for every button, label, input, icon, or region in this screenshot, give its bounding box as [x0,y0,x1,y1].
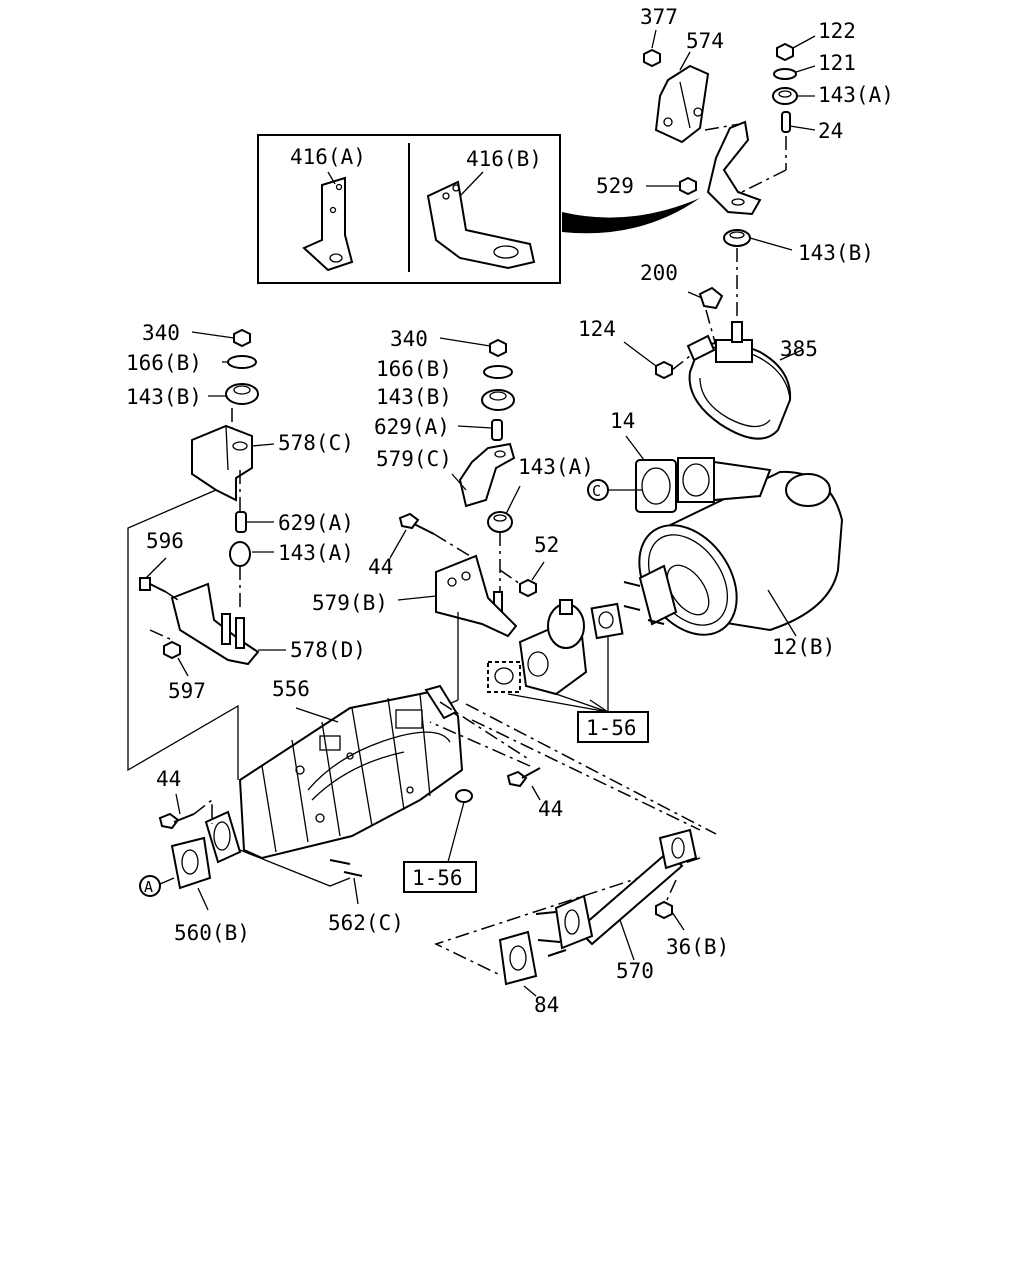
label-36b: 36(B) [666,935,729,959]
dpf-converter-556 [204,684,531,864]
label-562c: 562(C) [328,911,404,935]
ref-box-top [577,711,649,743]
label-121: 121 [818,51,856,75]
label-52: 52 [534,533,559,557]
muffler-12b [623,457,844,637]
label-579c: 579(C) [376,447,452,471]
middle-mount-assembly [389,337,545,709]
label-143a-top: 143(A) [818,83,894,107]
inset-pointer-arrow [562,198,700,234]
label-143a-left: 143(A) [278,541,354,565]
label-12b: 12(B) [772,635,835,659]
label-596: 596 [146,529,184,553]
label-578d: 578(D) [290,638,366,662]
label-84: 84 [534,993,559,1017]
label-44-mid: 44 [368,555,393,579]
label-44-right: 44 [538,797,563,821]
label-143b-mid: 143(B) [376,385,452,409]
bracket-inset-box [257,134,561,284]
label-574: 574 [686,29,724,53]
label-629a-mid: 629(A) [374,415,450,439]
left-mount-assembly [127,328,286,780]
front-pipe-570 [429,703,717,997]
label-166b-left: 166(B) [126,351,202,375]
label-c: C [592,482,601,500]
label-416a: 416(A) [290,145,366,169]
label-340-mid: 340 [390,327,428,351]
label-556: 556 [272,677,310,701]
label-124: 124 [578,317,616,341]
ref-box-bottom [403,861,477,893]
label-578c: 578(C) [278,431,354,455]
label-560b: 560(B) [174,921,250,945]
label-629a-left: 629(A) [278,511,354,535]
label-570: 570 [616,959,654,983]
label-340-left: 340 [142,321,180,345]
label-200: 200 [640,261,678,285]
label-24: 24 [818,119,843,143]
label-579b: 579(B) [312,591,388,615]
muffler-band-385 [623,286,803,440]
label-44-left: 44 [156,767,181,791]
label-416b: 416(B) [466,147,542,171]
label-a: A [144,878,153,896]
label-143b-left: 143(B) [126,385,202,409]
label-14: 14 [610,409,635,433]
label-529: 529 [596,174,634,198]
label-143a-mid-text: 143(A) [518,455,594,479]
label-1-56-bottom: 1-56 [412,866,463,890]
label-597: 597 [168,679,206,703]
label-1-56-top: 1-56 [586,716,637,740]
label-122: 122 [818,19,856,43]
gasket-14 [587,435,677,513]
label-377: 377 [640,5,678,29]
label-143b-top: 143(B) [798,241,874,265]
upper-mount-assembly [643,29,816,320]
label-385: 385 [780,337,818,361]
dpf-fasteners [139,767,541,911]
sensor-assembly [487,599,624,713]
label-166b-mid: 166(B) [376,357,452,381]
